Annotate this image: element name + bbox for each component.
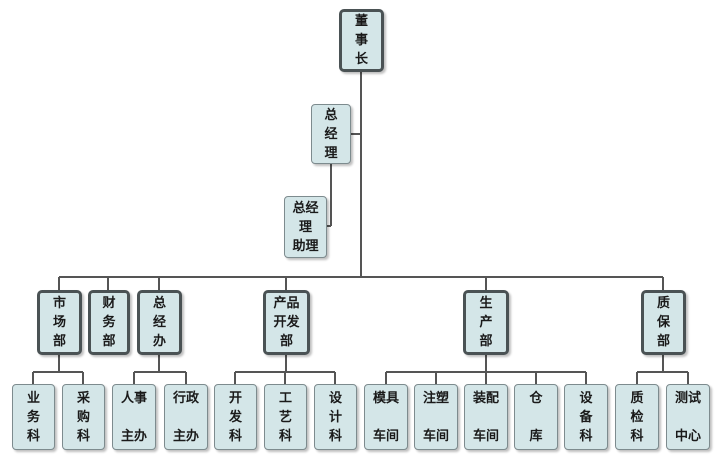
development-section-box[interactable]: 开 发 科 xyxy=(214,384,257,450)
quality-dept-box[interactable]: 质 保 部 xyxy=(641,290,686,355)
equipment-section-box[interactable]: 设 备 科 xyxy=(564,384,608,450)
general-manager-box[interactable]: 总 经 理 xyxy=(311,104,351,164)
market-dept-box[interactable]: 市 场 部 xyxy=(37,290,82,355)
sales-section-box[interactable]: 业 务 科 xyxy=(12,384,55,450)
assembly-workshop-box[interactable]: 装配 车间 xyxy=(464,384,508,450)
qc-section-box[interactable]: 质 检 科 xyxy=(615,384,659,450)
injection-workshop-box[interactable]: 注塑 车间 xyxy=(414,384,458,450)
product-dev-dept-box[interactable]: 产品 开发 部 xyxy=(263,290,310,355)
purchasing-section-box[interactable]: 采 购 科 xyxy=(62,384,105,450)
finance-dept-box[interactable]: 财 务 部 xyxy=(88,290,130,355)
general-office-dept-box[interactable]: 总 经 办 xyxy=(137,290,182,355)
hr-section-box[interactable]: 人事 主办 xyxy=(112,384,156,450)
warehouse-box[interactable]: 仓 库 xyxy=(514,384,558,450)
test-center-box[interactable]: 测试 中心 xyxy=(666,384,710,450)
gm-assistant-box[interactable]: 总经 理 助理 xyxy=(284,196,327,258)
process-section-box[interactable]: 工 艺 科 xyxy=(264,384,307,450)
mold-workshop-box[interactable]: 模具 车间 xyxy=(364,384,408,450)
chairman-box[interactable]: 董 事 长 xyxy=(339,9,384,72)
admin-section-box[interactable]: 行政 主办 xyxy=(164,384,208,450)
production-dept-box[interactable]: 生 产 部 xyxy=(463,290,509,355)
design-section-box[interactable]: 设 计 科 xyxy=(314,384,357,450)
